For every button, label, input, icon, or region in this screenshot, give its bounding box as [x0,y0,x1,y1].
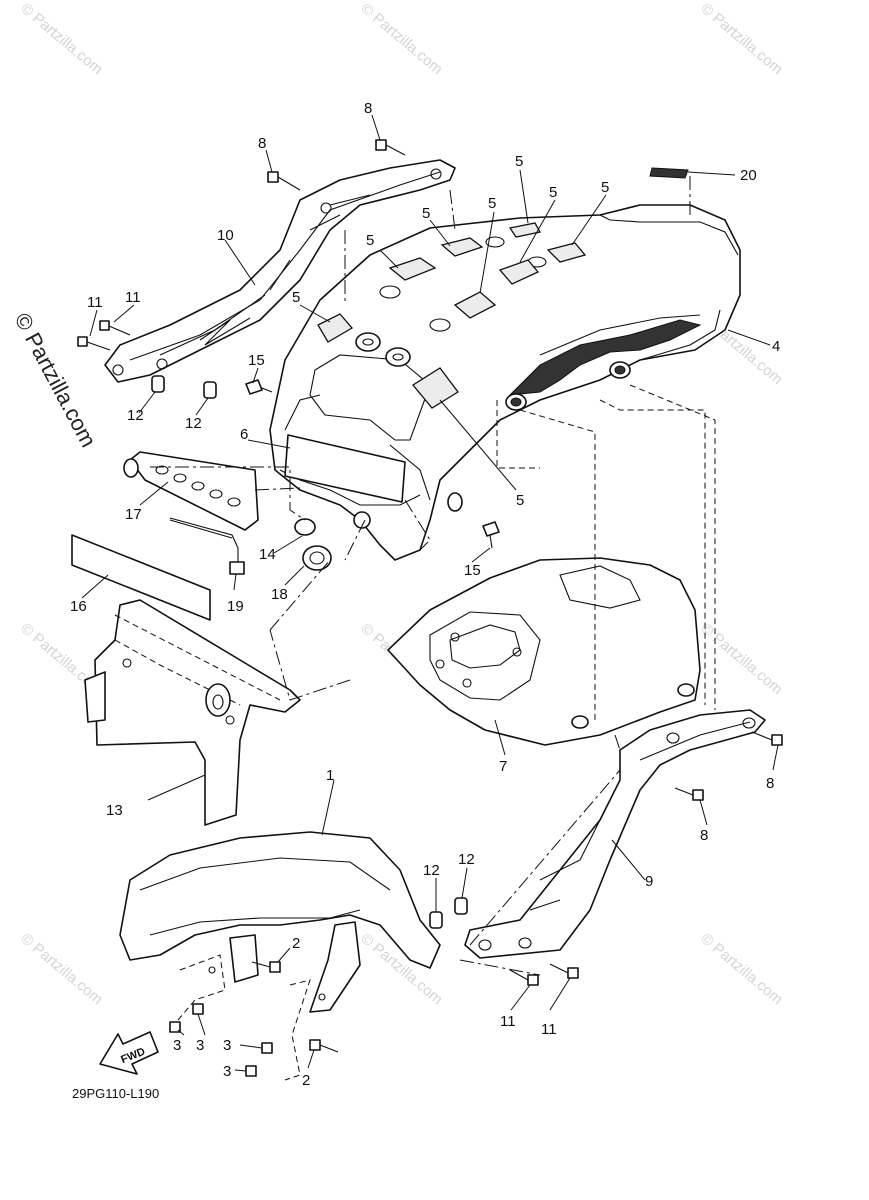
callout-5: 5 [601,179,609,196]
callout-1: 1 [326,767,334,784]
callout-15: 15 [464,562,481,579]
callout-20: 20 [740,167,757,184]
callout-5: 5 [366,232,374,249]
leader-lines [81,114,779,1072]
watermark: © Partzilla.com [697,620,785,698]
watermark: © Partzilla.com [697,0,785,78]
callout-4: 4 [772,338,780,355]
callout-2: 2 [292,935,300,952]
callout-5: 5 [516,492,524,509]
part-1-front-fender [119,831,441,1077]
callout-13: 13 [106,802,123,819]
callout-labels: 1 2 2 3 3 3 3 4 5 5 5 5 5 5 5 5 6 7 8 8 … [70,100,780,1089]
callout-3: 3 [223,1063,231,1080]
callout-6: 6 [240,426,248,443]
assembly-lines [150,175,716,1081]
callout-5: 5 [549,184,557,201]
callout-7: 7 [499,758,507,775]
callout-12: 12 [423,862,440,879]
part-7-inner-fender [387,557,701,746]
callout-5: 5 [422,205,430,222]
callout-15: 15 [248,352,265,369]
callout-8: 8 [766,775,774,792]
callout-9: 9 [645,873,653,890]
callout-11: 11 [541,1021,557,1038]
callout-12: 12 [127,407,144,424]
part-9-side-rail [429,709,783,986]
callout-12: 12 [185,415,202,432]
callout-3: 3 [196,1037,204,1054]
callout-11: 11 [125,289,141,306]
drawing-code: 29PG110-L190 [72,1086,159,1101]
callout-10: 10 [217,227,234,244]
watermark: © Partzilla.com [697,930,785,1008]
callout-19: 19 [227,598,244,615]
callout-16: 16 [70,598,87,615]
callout-5: 5 [488,195,496,212]
part-10-grab-rail [77,139,456,399]
callout-11: 11 [87,294,103,311]
callout-8: 8 [364,100,372,117]
watermark: © Partzilla.com [17,0,105,78]
callout-18: 18 [271,586,288,603]
fwd-arrow: FWD [99,1031,159,1075]
callout-12: 12 [458,851,475,868]
callout-14: 14 [259,546,276,563]
callout-8: 8 [258,135,266,152]
callout-5: 5 [515,153,523,170]
callout-11: 11 [500,1013,516,1030]
watermark: © Partzilla.com [357,0,445,78]
callout-2: 2 [302,1072,310,1089]
callout-8: 8 [700,827,708,844]
callout-3: 3 [223,1037,231,1054]
watermark-side: © Partzilla.com [10,309,102,452]
part-13-mudflap [84,599,301,826]
lower-rear-parts [71,434,406,621]
callout-3: 3 [173,1037,181,1054]
callout-5: 5 [292,289,300,306]
callout-17: 17 [125,506,142,523]
watermark: © Partzilla.com [17,930,105,1008]
